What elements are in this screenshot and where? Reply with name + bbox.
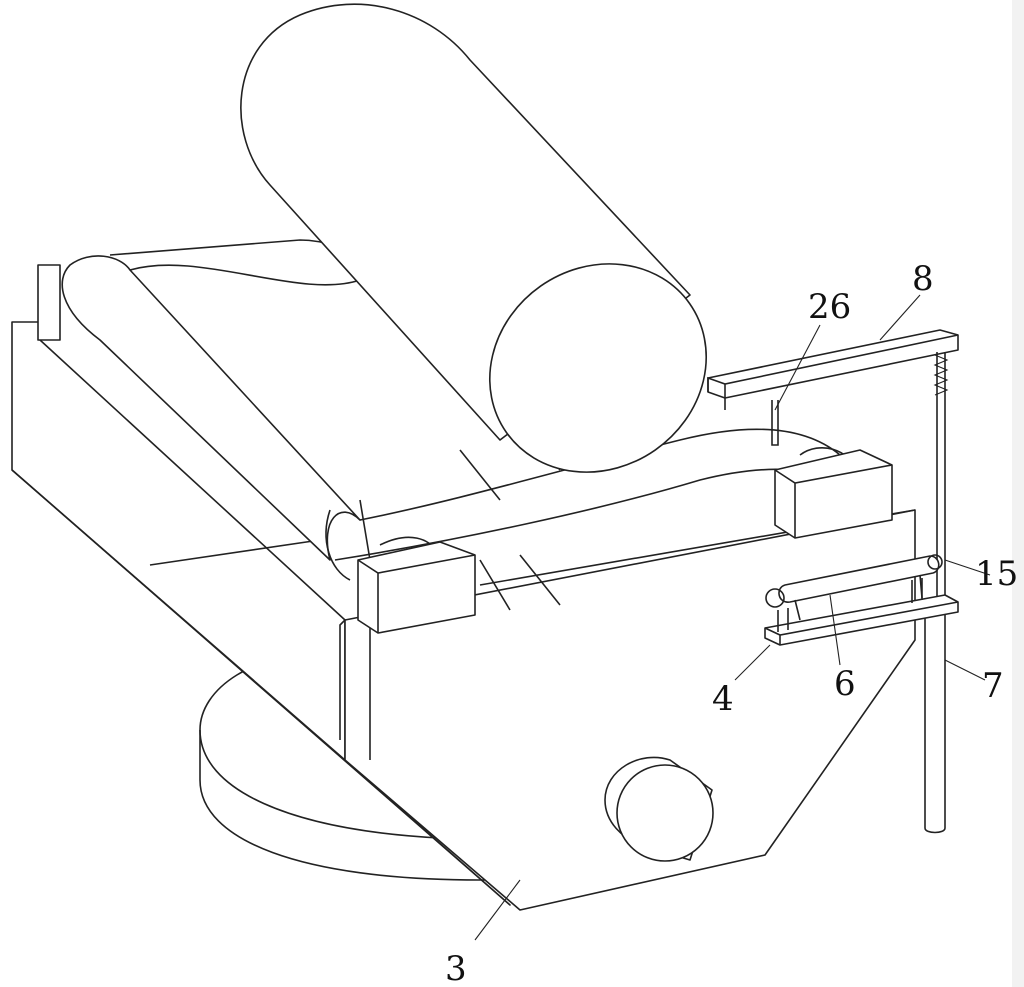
label-7: 7 bbox=[982, 666, 1004, 706]
page-edge bbox=[1012, 0, 1024, 987]
label-6: 6 bbox=[834, 664, 856, 704]
main-frame bbox=[11, 264, 916, 911]
roller-6 bbox=[778, 555, 940, 603]
bearing-blocks bbox=[357, 449, 893, 634]
label-3: 3 bbox=[445, 949, 467, 987]
roller-assembly bbox=[764, 554, 959, 646]
large-roller bbox=[240, 3, 707, 473]
label-15: 15 bbox=[975, 554, 1018, 594]
top-bar-8 bbox=[707, 329, 959, 600]
motor bbox=[604, 756, 714, 862]
needle-26 bbox=[771, 400, 779, 446]
support-rod-7 bbox=[924, 605, 946, 834]
label-26: 26 bbox=[808, 287, 851, 327]
label-4: 4 bbox=[712, 679, 734, 719]
leader-lines bbox=[474, 294, 991, 941]
label-8: 8 bbox=[912, 259, 934, 299]
